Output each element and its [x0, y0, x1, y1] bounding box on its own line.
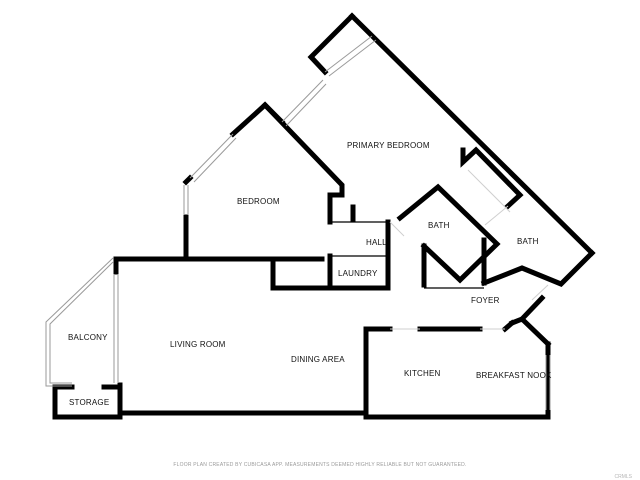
label-hall: HALL [366, 238, 387, 247]
exterior-walls [52, 12, 596, 420]
primary-closet-door [467, 169, 511, 213]
label-kitchen: KITCHEN [404, 369, 441, 378]
label-bath-2: BATH [517, 237, 539, 246]
bedroom-nw-wall [229, 101, 286, 138]
room-labels: PRIMARY BEDROOM BEDROOM BATH BATH HALL L… [68, 141, 552, 407]
label-bath-1: BATH [428, 221, 450, 230]
foyer-east-wall [518, 294, 546, 323]
foyer-door [531, 284, 549, 301]
bath2-wall [460, 146, 524, 210]
bath-east-wall [480, 249, 596, 287]
label-foyer: FOYER [471, 296, 500, 305]
living-north-wall [113, 256, 276, 275]
label-bedroom: BEDROOM [237, 197, 280, 206]
primary-bedroom-ne-wall [348, 12, 596, 257]
balcony-railing-inner [49, 261, 114, 384]
bath2-door [484, 205, 509, 226]
label-balcony: BALCONY [68, 333, 108, 342]
bath1-wall [396, 183, 501, 284]
label-dining-area: DINING AREA [291, 355, 345, 364]
bedroom-window-1 [189, 133, 234, 179]
bath1-door [389, 221, 405, 237]
doors [389, 169, 549, 330]
primary-window-top-2 [328, 39, 377, 77]
interior-walls [270, 146, 524, 291]
disclaimer-text: FLOOR PLAN CREATED BY CUBICASA APP. MEAS… [173, 462, 466, 468]
bedroom-corner [182, 174, 194, 186]
nook-ne-wall [508, 316, 552, 348]
primary-window-west-1 [281, 79, 324, 123]
south-wall [117, 410, 551, 420]
label-breakfast-nook: BREAKFAST NOOK [476, 371, 552, 380]
storage-wall [52, 382, 123, 420]
label-storage: STORAGE [69, 398, 109, 407]
primary-bedroom-nw-notch [307, 12, 356, 76]
watermark-badge: CRMLS [614, 474, 632, 480]
kitchen-north-wall-right [501, 319, 516, 333]
label-living-room: LIVING ROOM [170, 340, 226, 349]
bedroom-ne-wall [261, 101, 345, 225]
label-primary-bedroom: PRIMARY BEDROOM [347, 141, 430, 150]
bedroom-window-2 [193, 137, 237, 183]
label-laundry: LAUNDRY [338, 269, 378, 278]
balcony-railing-outer [45, 257, 114, 387]
primary-window-west-2 [285, 83, 327, 127]
primary-window-top-1 [324, 35, 373, 73]
windows [45, 35, 551, 410]
